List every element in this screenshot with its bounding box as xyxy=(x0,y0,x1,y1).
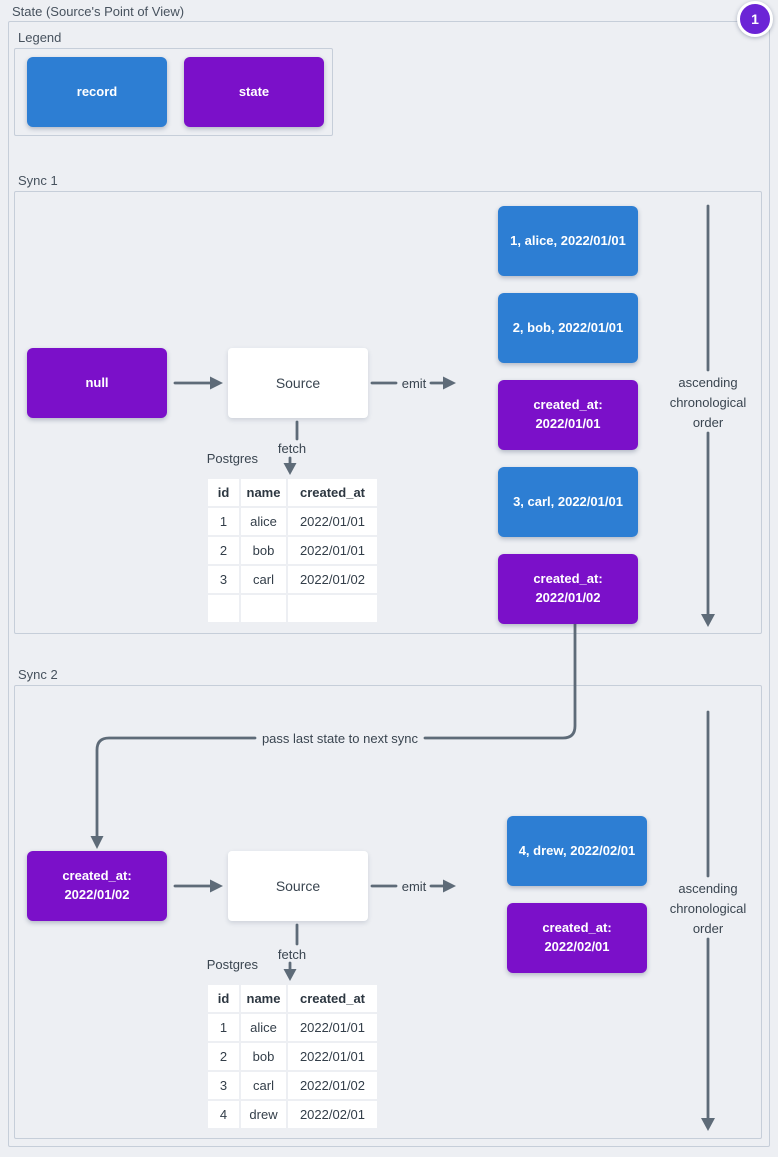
header-name: name xyxy=(241,479,286,506)
sync2-postgres-table: id name created_at 1 alice 2022/01/01 2 … xyxy=(206,983,379,1130)
table-row: 1 alice 2022/01/01 xyxy=(208,508,377,535)
legend-state-box: state xyxy=(184,57,324,127)
sync1-emitted-state-1: created_at: 2022/01/01 xyxy=(498,380,638,450)
table-cell: 2022/01/01 xyxy=(288,1043,377,1070)
table-row: 2 bob 2022/01/01 xyxy=(208,1043,377,1070)
header-name: name xyxy=(241,985,286,1012)
table-cell: 4 xyxy=(208,1101,239,1128)
annotation-badge-1: 1 xyxy=(737,1,773,37)
table-cell: 2 xyxy=(208,1043,239,1070)
header-created-at: created_at xyxy=(288,479,377,506)
sync1-source-box: Source xyxy=(228,348,368,418)
outer-panel xyxy=(8,21,770,1147)
sync2-emit-label: emit xyxy=(401,879,427,894)
sync1-input-state-box: null xyxy=(27,348,167,418)
sync1-postgres-table: id name created_at 1 alice 2022/01/01 2 … xyxy=(206,477,379,624)
sync2-postgres-label: Postgres xyxy=(206,957,258,972)
table-cell: 3 xyxy=(208,1072,239,1099)
page-title: State (Source's Point of View) xyxy=(12,4,185,19)
sync1-emitted-record-1: 1, alice, 2022/01/01 xyxy=(498,206,638,276)
table-row: 4 drew 2022/02/01 xyxy=(208,1101,377,1128)
legend-label: Legend xyxy=(18,30,62,45)
table-row: 1 alice 2022/01/01 xyxy=(208,1014,377,1041)
table-cell: drew xyxy=(241,1101,286,1128)
table-cell xyxy=(241,595,286,622)
table-cell: 2 xyxy=(208,537,239,564)
sync1-fetch-label: fetch xyxy=(277,441,307,456)
table-cell: 2022/01/01 xyxy=(288,508,377,535)
sync1-panel xyxy=(14,191,762,634)
table-row: 3 carl 2022/01/02 xyxy=(208,566,377,593)
sync1-postgres-label: Postgres xyxy=(206,451,258,466)
sync1-emitted-record-3: 3, carl, 2022/01/01 xyxy=(498,467,638,537)
sync2-fetch-label: fetch xyxy=(277,947,307,962)
table-cell: bob xyxy=(241,537,286,564)
sync2-emitted-record-1: 4, drew, 2022/02/01 xyxy=(507,816,647,886)
table-cell: bob xyxy=(241,1043,286,1070)
table-cell: 2022/01/01 xyxy=(288,537,377,564)
sync1-label: Sync 1 xyxy=(18,173,58,188)
header-id: id xyxy=(208,985,239,1012)
table-header-row: id name created_at xyxy=(208,985,377,1012)
table-cell xyxy=(208,595,239,622)
table-cell: 1 xyxy=(208,1014,239,1041)
table-cell: carl xyxy=(241,1072,286,1099)
table-row: 3 carl 2022/01/02 xyxy=(208,1072,377,1099)
table-cell: carl xyxy=(241,566,286,593)
table-cell: 2022/02/01 xyxy=(288,1101,377,1128)
table-header-row: id name created_at xyxy=(208,479,377,506)
legend-panel xyxy=(14,48,333,136)
table-cell: 2022/01/02 xyxy=(288,566,377,593)
sync1-emitted-state-2: created_at: 2022/01/02 xyxy=(498,554,638,624)
table-cell: 2022/01/02 xyxy=(288,1072,377,1099)
sync2-order-label: ascending chronological order xyxy=(669,881,747,937)
sync2-panel xyxy=(14,685,762,1139)
sync2-emitted-state-1: created_at: 2022/02/01 xyxy=(507,903,647,973)
table-cell: 2022/01/01 xyxy=(288,1014,377,1041)
sync2-label: Sync 2 xyxy=(18,667,58,682)
table-cell: 1 xyxy=(208,508,239,535)
header-id: id xyxy=(208,479,239,506)
table-row: 2 bob 2022/01/01 xyxy=(208,537,377,564)
table-cell: 3 xyxy=(208,566,239,593)
table-cell: alice xyxy=(241,1014,286,1041)
sync1-emitted-record-2: 2, bob, 2022/01/01 xyxy=(498,293,638,363)
legend-record-box: record xyxy=(27,57,167,127)
table-cell: alice xyxy=(241,508,286,535)
header-created-at: created_at xyxy=(288,985,377,1012)
sync2-source-box: Source xyxy=(228,851,368,921)
table-row-empty xyxy=(208,595,377,622)
table-cell xyxy=(288,595,377,622)
sync1-emit-label: emit xyxy=(401,376,427,391)
sync2-input-state-box: created_at: 2022/01/02 xyxy=(27,851,167,921)
sync1-order-label: ascending chronological order xyxy=(669,375,747,431)
pass-state-label: pass last state to next sync xyxy=(261,731,419,746)
